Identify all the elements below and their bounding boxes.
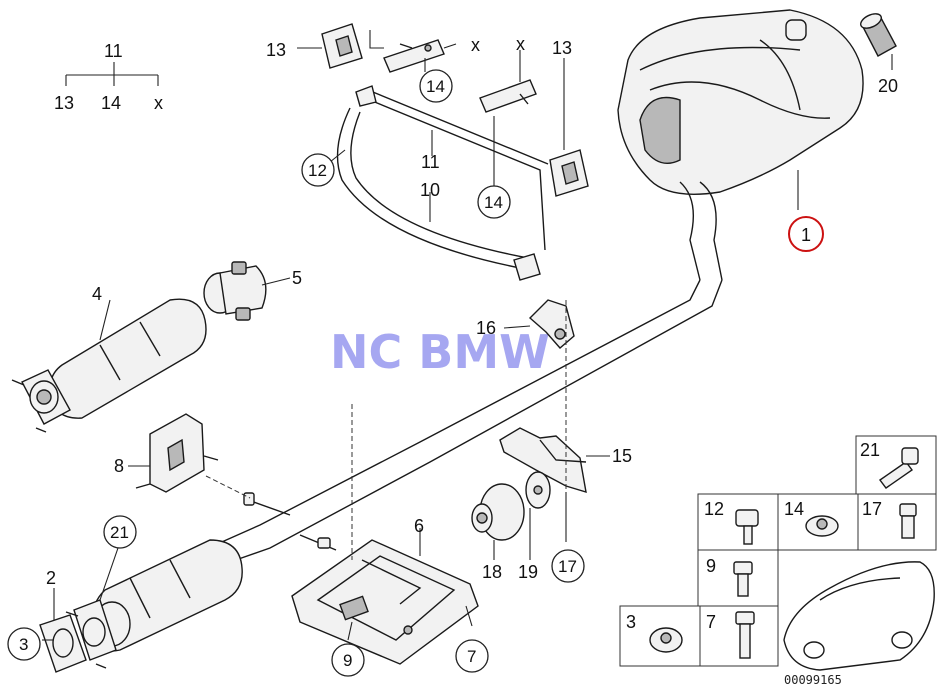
support-bracket bbox=[499, 427, 587, 493]
hardware-cell-9: 9 bbox=[706, 556, 716, 576]
front-muffler bbox=[11, 298, 207, 433]
callout-16: 16 bbox=[476, 318, 496, 338]
callout-20: 20 bbox=[878, 76, 898, 96]
callout-x-upper: x bbox=[471, 35, 480, 55]
exhaust-tip-sleeve bbox=[860, 13, 897, 57]
bracket-upper bbox=[383, 39, 445, 73]
callout-circle-3 bbox=[7, 627, 41, 661]
hardware-cell-21: 21 bbox=[860, 440, 880, 460]
group-legend: 11 13 14 x bbox=[54, 41, 163, 113]
callout-10: 10 bbox=[420, 180, 440, 200]
hardware-cell-3: 3 bbox=[626, 612, 636, 632]
callout-circle-9 bbox=[331, 643, 365, 677]
reference-number: 00099165 bbox=[784, 673, 842, 687]
bolt-assembly bbox=[243, 492, 337, 551]
callout-labels: 1 20 4 5 13 13 x x 14 14 12 11 10 16 15 … bbox=[7, 34, 898, 677]
center-muffler bbox=[65, 539, 243, 669]
legend-child-14: 14 bbox=[101, 93, 121, 113]
bracket-lower bbox=[479, 79, 537, 113]
hardware-grid: 21 12 14 17 9 3 7 bbox=[619, 435, 937, 671]
callout-circle-14-upper bbox=[419, 69, 453, 103]
leader-lines bbox=[42, 30, 893, 641]
callout-19: 19 bbox=[518, 562, 538, 582]
callout-13-upper: 13 bbox=[266, 40, 286, 60]
callout-7: 7 bbox=[467, 647, 476, 666]
callout-x-lower: x bbox=[516, 34, 525, 54]
callout-1: 1 bbox=[801, 225, 811, 245]
legend-parent: 11 bbox=[104, 41, 123, 61]
callout-circle-1 bbox=[788, 216, 824, 252]
hardware-cell-7: 7 bbox=[706, 612, 716, 632]
hardware-cell-12: 12 bbox=[704, 499, 724, 519]
callout-17: 17 bbox=[558, 557, 577, 576]
callout-18: 18 bbox=[482, 562, 502, 582]
callout-circle-21 bbox=[103, 515, 137, 549]
pipe-clamp bbox=[203, 261, 267, 321]
rubber-bushing bbox=[471, 483, 525, 541]
callout-2: 2 bbox=[46, 568, 56, 588]
callout-circle-14-lower bbox=[477, 185, 511, 219]
callout-6: 6 bbox=[414, 516, 424, 536]
callout-13-lower: 13 bbox=[552, 38, 572, 58]
callout-circle-12 bbox=[301, 153, 335, 187]
callout-5: 5 bbox=[292, 268, 302, 288]
callout-21: 21 bbox=[110, 523, 129, 542]
callout-14-lower: 14 bbox=[484, 193, 503, 212]
hardware-cell-17: 17 bbox=[862, 499, 882, 519]
rubber-mount-upper bbox=[321, 23, 363, 69]
callout-circle-17 bbox=[551, 549, 585, 583]
heat-shield bbox=[291, 539, 479, 665]
rubber-hanger-bracket bbox=[135, 413, 219, 493]
washer bbox=[525, 471, 551, 509]
main-pipe bbox=[214, 279, 723, 563]
callout-12: 12 bbox=[308, 161, 327, 180]
watermark: NC BMW bbox=[330, 325, 550, 379]
legend-child-x: x bbox=[154, 93, 163, 113]
car-illustration bbox=[783, 561, 935, 671]
callout-14-upper: 14 bbox=[426, 77, 445, 96]
callout-8: 8 bbox=[114, 456, 124, 476]
callout-15: 15 bbox=[612, 446, 632, 466]
callout-4: 4 bbox=[92, 284, 102, 304]
rear-muffler bbox=[617, 9, 864, 281]
rubber-mount-lower bbox=[549, 149, 589, 197]
clamp-bracket bbox=[528, 299, 575, 349]
hardware-cell-14: 14 bbox=[784, 499, 804, 519]
legend-child-13: 13 bbox=[54, 93, 74, 113]
callout-3: 3 bbox=[19, 635, 28, 654]
callout-11: 11 bbox=[421, 152, 440, 172]
flange-gasket bbox=[39, 614, 87, 673]
rear-hanger-assembly bbox=[336, 85, 549, 281]
callout-circle-7 bbox=[455, 639, 489, 673]
callout-9: 9 bbox=[343, 651, 352, 670]
